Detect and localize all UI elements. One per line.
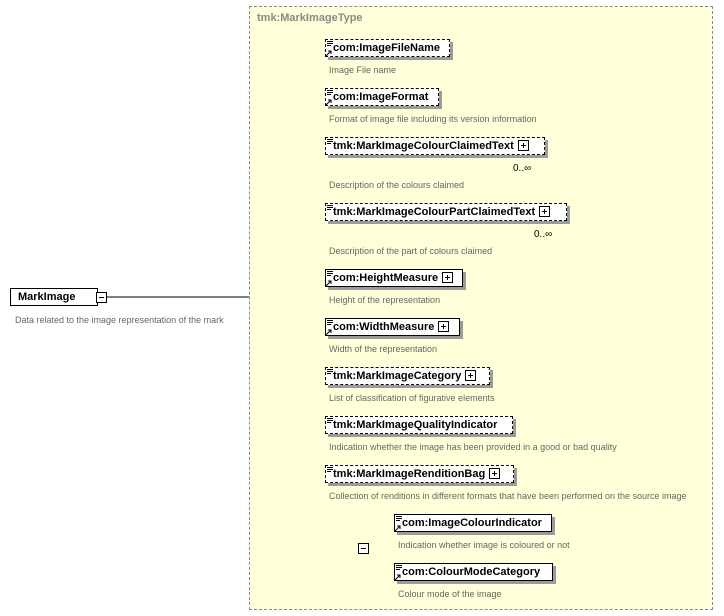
reference-arrow-icon [326,280,332,286]
collapse-choice-icon[interactable] [358,543,369,554]
element-mark-image-colour-claimed-text[interactable]: tmk:MarkImageColourClaimedText [325,137,545,155]
element-badge-icon [396,516,402,522]
element-description: Width of the representation [329,344,437,354]
element-badge-icon [327,139,333,145]
reference-arrow-icon [395,574,401,580]
element-badge-icon [327,418,333,424]
element-description: Description of the colours claimed [329,180,464,190]
element-image-file-name[interactable]: com:ImageFileName [325,39,450,57]
expand-icon[interactable] [465,370,476,381]
reference-arrow-icon [326,329,332,335]
expand-icon[interactable] [442,272,453,283]
element-mark-image-colour-part-claimed-text[interactable]: tmk:MarkImageColourPartClaimedText [325,203,567,221]
element-description: Indication whether the image has been pr… [329,442,617,452]
element-image-colour-indicator[interactable]: com:ImageColourIndicator [394,514,552,532]
element-badge-icon [396,565,402,571]
element-badge-icon [327,320,333,326]
expand-icon[interactable] [518,140,529,151]
reference-arrow-icon [326,99,332,105]
element-mark-image-quality-indicator[interactable]: tmk:MarkImageQualityIndicator [325,416,513,434]
element-mark-image-rendition-bag[interactable]: tmk:MarkImageRenditionBag [325,465,514,483]
element-badge-icon [327,369,333,375]
element-image-format[interactable]: com:ImageFormat [325,88,439,106]
root-element[interactable]: MarkImage [10,288,98,306]
expand-icon[interactable] [438,321,449,332]
reference-arrow-icon [395,525,401,531]
root-description: Data related to the image representation… [15,315,224,325]
element-badge-icon [327,205,333,211]
element-badge-icon [327,90,333,96]
element-description: Colour mode of the image [398,589,502,599]
cardinality: 0..∞ [534,229,552,240]
element-description: Indication whether image is coloured or … [398,540,570,550]
element-badge-icon [327,467,333,473]
reference-arrow-icon [326,50,332,56]
type-title: tmk:MarkImageType [257,12,363,24]
element-description: Description of the part of colours claim… [329,246,492,256]
expand-icon[interactable] [539,206,550,217]
element-badge-icon [327,271,333,277]
element-mark-image-category[interactable]: tmk:MarkImageCategory [325,367,490,385]
element-description: Image File name [329,65,396,75]
element-description: Format of image file including its versi… [329,114,537,124]
element-height-measure[interactable]: com:HeightMeasure [325,269,463,287]
element-description: Height of the representation [329,295,440,305]
root-element-label: MarkImage [18,291,75,303]
element-badge-icon [327,41,333,47]
cardinality: 0..∞ [513,163,531,174]
element-description: List of classification of figurative ele… [329,393,495,403]
element-width-measure[interactable]: com:WidthMeasure [325,318,460,336]
element-colour-mode-category[interactable]: com:ColourModeCategory [394,563,553,581]
element-description: Collection of renditions in different fo… [329,491,687,501]
collapse-root-icon[interactable] [96,292,107,303]
expand-icon[interactable] [489,468,500,479]
